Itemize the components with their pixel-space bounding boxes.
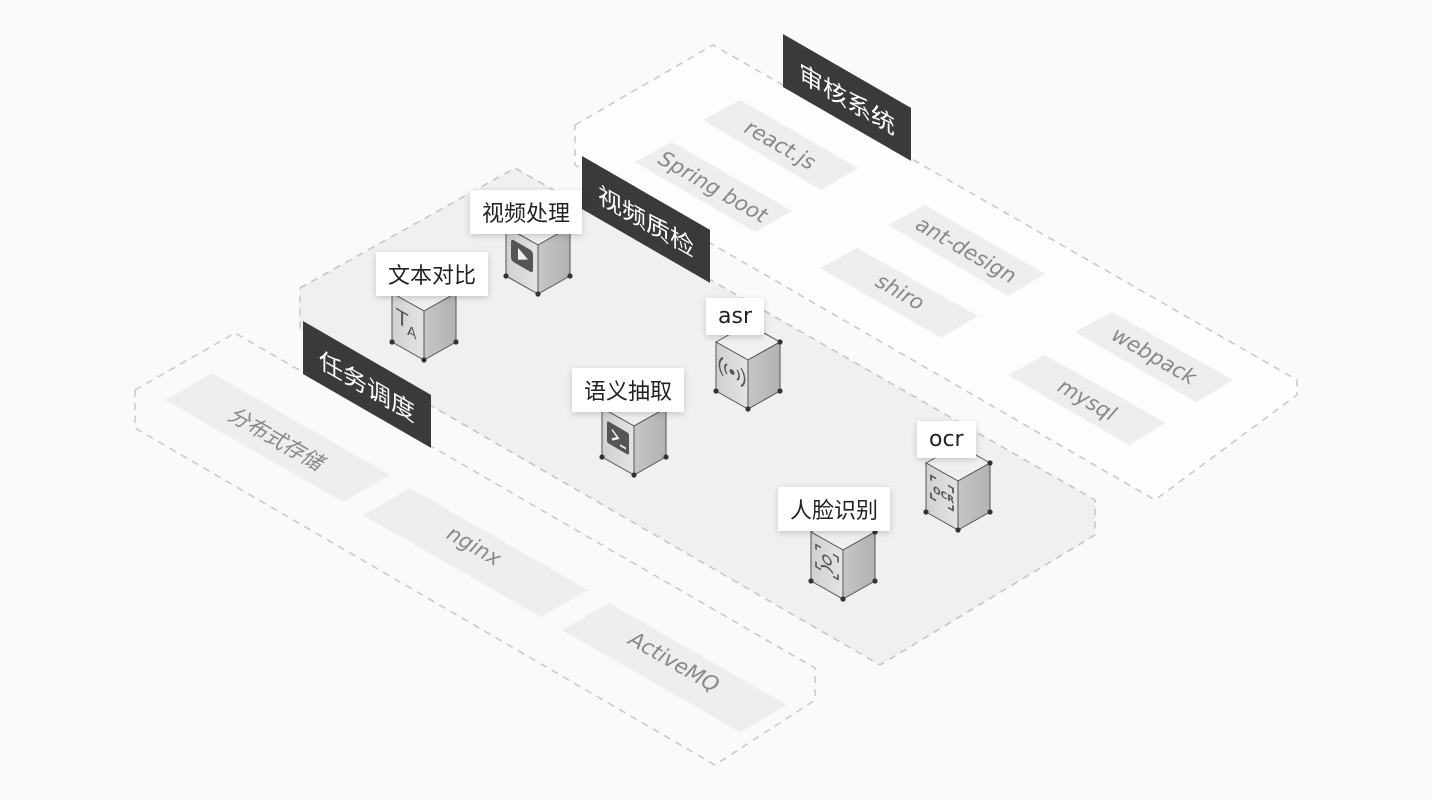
video-processing-label: 视频处理	[470, 190, 583, 234]
tile-distributed-storage	[165, 373, 390, 502]
review-system-platform	[574, 44, 1298, 501]
ocr-label: ocr	[917, 421, 976, 458]
svg-text:T: T	[395, 304, 409, 335]
face-recognition-label: 人脸识别	[778, 487, 891, 531]
tile-nginx	[363, 488, 588, 617]
svg-text:A: A	[407, 321, 417, 344]
tile-webpack	[1075, 312, 1233, 402]
tile-react-js	[703, 100, 858, 190]
semantic-extract-icon	[607, 421, 629, 455]
audio-wave-icon	[718, 356, 746, 388]
video-qc-platform-surface	[299, 167, 1096, 666]
tile-shiro	[820, 248, 978, 338]
face-scan-icon	[815, 543, 839, 581]
tile-spring-boot	[635, 142, 792, 232]
asr-box[interactable]	[714, 323, 782, 410]
semantic-extraction-label: 语义抽取	[572, 368, 685, 412]
task-scheduling-platform	[134, 332, 816, 766]
video-qc-platform	[299, 167, 1096, 666]
tile-activemq	[562, 603, 787, 732]
video-play-icon	[511, 239, 533, 273]
asr-label: asr	[706, 298, 764, 335]
text-compare-icon: T A	[395, 304, 417, 344]
tile-mysql	[1008, 355, 1166, 445]
text-compare-label: 文本对比	[376, 252, 489, 296]
review-platform-outline	[574, 44, 1298, 501]
tile-ant-design	[888, 205, 1045, 296]
